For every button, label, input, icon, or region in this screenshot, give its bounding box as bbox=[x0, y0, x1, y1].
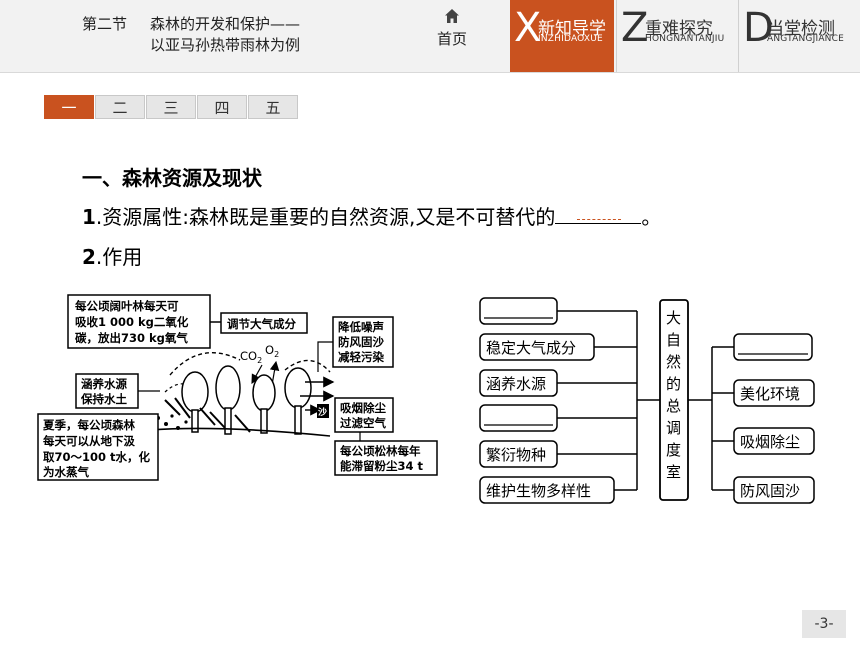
paragraph-2-text: .作用 bbox=[95, 245, 143, 269]
vapor-arc-1 bbox=[169, 352, 241, 376]
center-char: 大 bbox=[666, 309, 681, 327]
co2-label: CO2 bbox=[240, 349, 262, 365]
subtab-1[interactable]: 一 bbox=[44, 95, 94, 119]
left-item-text: 涵养水源 bbox=[486, 375, 546, 393]
tab-label: 新知导学 bbox=[538, 19, 606, 39]
summer-text-2: 每天可以从地下汲 bbox=[43, 434, 135, 448]
center-char: 度 bbox=[666, 441, 681, 459]
fill-blank[interactable] bbox=[555, 205, 642, 224]
item-number: 1 bbox=[82, 205, 96, 229]
tab-label: 当堂检测 bbox=[767, 19, 835, 39]
broadleaf-text-2: 吸收1 000 kg二氧化 bbox=[75, 315, 189, 329]
sand-block bbox=[317, 404, 329, 418]
co2-arrow bbox=[251, 364, 263, 385]
tab-zhongnantanjiu[interactable]: Z 重难探究 HONGNANTANJIU bbox=[616, 0, 737, 72]
home-icon bbox=[445, 9, 459, 23]
tree-trunk bbox=[224, 407, 232, 435]
center-char: 总 bbox=[666, 397, 681, 415]
noise-connector bbox=[317, 341, 333, 372]
dust-text-1: 吸烟除尘 bbox=[340, 401, 386, 415]
right-item-text: 防风固沙 bbox=[740, 482, 800, 500]
trees bbox=[181, 365, 312, 435]
tab-label: 重难探究 bbox=[645, 19, 713, 39]
left-item-text: 稳定大气成分 bbox=[486, 339, 576, 357]
home-label: 首页 bbox=[436, 30, 467, 48]
left-blank-box-1[interactable] bbox=[479, 297, 558, 325]
water-box bbox=[75, 373, 139, 409]
tree-trunk bbox=[294, 405, 302, 435]
dust-text-2: 过滤空气 bbox=[340, 416, 386, 430]
subtab-4[interactable]: 四 bbox=[197, 95, 247, 119]
center-char: 然 bbox=[666, 353, 681, 371]
noise-box bbox=[332, 316, 394, 368]
regulate-box bbox=[220, 312, 308, 334]
center-char: 的 bbox=[666, 375, 681, 393]
title-line-1: 森林的开发和保护—— bbox=[150, 15, 301, 33]
ground-line bbox=[149, 427, 331, 437]
left-blank-box-2[interactable] bbox=[479, 404, 558, 432]
noise-text-2: 防风固沙 bbox=[338, 335, 384, 349]
tree-crown bbox=[252, 374, 276, 412]
center-char: 自 bbox=[666, 331, 681, 349]
section-label: 第二节 bbox=[82, 15, 128, 33]
center-char: 调 bbox=[666, 419, 681, 437]
item-number: 2 bbox=[82, 245, 96, 269]
summer-text-3: 取70～100 t水，化 bbox=[43, 450, 151, 464]
tree-crown bbox=[284, 367, 312, 409]
tree-trunk bbox=[191, 409, 199, 433]
blank-dash bbox=[577, 219, 622, 220]
tree-crown bbox=[181, 371, 209, 413]
paragraph-1-end: 。 bbox=[641, 205, 662, 229]
left-illustration: 每公顷阔叶林每天可 吸收1 000 kg二氧化 碳，放出730 kg氧气 调节大… bbox=[37, 294, 438, 481]
tab-pinyin: ANGTANGJIANCE bbox=[767, 34, 844, 44]
sand-label: 沙 bbox=[318, 407, 327, 418]
tab-dangtangjiance[interactable]: D 当堂检测 ANGTANGJIANCE bbox=[738, 0, 860, 72]
broadleaf-box bbox=[67, 294, 211, 349]
page-number: -3- bbox=[802, 610, 846, 638]
noise-text-3: 减轻污染 bbox=[338, 350, 384, 364]
tree-trunk bbox=[260, 408, 268, 434]
tab-pinyin: INZHIDAOXUE bbox=[538, 34, 603, 44]
subtab-5[interactable]: 五 bbox=[248, 95, 298, 119]
pine-text-2: 能滞留粉尘34 t bbox=[340, 459, 424, 473]
pine-box bbox=[334, 440, 438, 476]
o2-label: O2 bbox=[265, 343, 279, 359]
tab-xinzhidaoxue[interactable]: X 新知导学 INZHIDAOXUE bbox=[510, 0, 614, 72]
water-text-1: 涵养水源 bbox=[81, 377, 127, 391]
tree-crown bbox=[215, 365, 241, 411]
pine-text-1: 每公顷松林每年 bbox=[340, 444, 421, 458]
summer-text-4: 为水蒸气 bbox=[43, 465, 89, 479]
home-button[interactable]: 首页 bbox=[430, 8, 474, 49]
summer-box bbox=[37, 413, 159, 481]
broadleaf-text-1: 每公顷阔叶林每天可 bbox=[75, 299, 179, 313]
noise-text-1: 降低噪声 bbox=[338, 320, 384, 334]
right-blank-box[interactable] bbox=[733, 333, 813, 361]
tab-letter: Z bbox=[621, 5, 649, 51]
summer-text-1: 夏季，每公顷森林 bbox=[43, 418, 135, 432]
broadleaf-text-3: 碳，放出730 kg氧气 bbox=[75, 331, 188, 345]
tab-pinyin: HONGNANTANJIU bbox=[645, 34, 725, 44]
paragraph-1: 1.资源属性:森林既是重要的自然资源,又是不可替代的 。 bbox=[82, 201, 661, 230]
subtab-3[interactable]: 三 bbox=[146, 95, 196, 119]
left-item-text: 维护生物多样性 bbox=[486, 482, 591, 500]
title-line-2: 以亚马孙热带雨林为例 bbox=[150, 36, 301, 54]
right-concept-map: 大 自 然 的 总 调 度 室 稳定大气成分 涵养水源 繁衍物种 维护生物多样性 bbox=[479, 297, 815, 504]
tab-letter: D bbox=[743, 5, 774, 51]
paragraph-1-text: .资源属性:森林既是重要的自然资源,又是不可替代的 bbox=[95, 205, 556, 229]
subtab-2[interactable]: 二 bbox=[95, 95, 145, 119]
center-char: 室 bbox=[666, 463, 681, 481]
dust-box bbox=[334, 397, 394, 433]
water-text-2: 保持水土 bbox=[80, 392, 127, 406]
right-item-text: 美化环境 bbox=[740, 385, 800, 403]
tab-letter: X bbox=[514, 5, 542, 51]
paragraph-2: 2.作用 bbox=[82, 241, 142, 270]
regulate-text: 调节大气成分 bbox=[227, 317, 296, 331]
left-item-text: 繁衍物种 bbox=[486, 446, 546, 464]
section-heading: 一、森林资源及现状 bbox=[82, 166, 262, 190]
right-item-text: 吸烟除尘 bbox=[740, 433, 800, 451]
header-bar: 第二节 森林的开发和保护—— 以亚马孙热带雨林为例 首页 X 新知导学 INZH… bbox=[0, 0, 860, 73]
